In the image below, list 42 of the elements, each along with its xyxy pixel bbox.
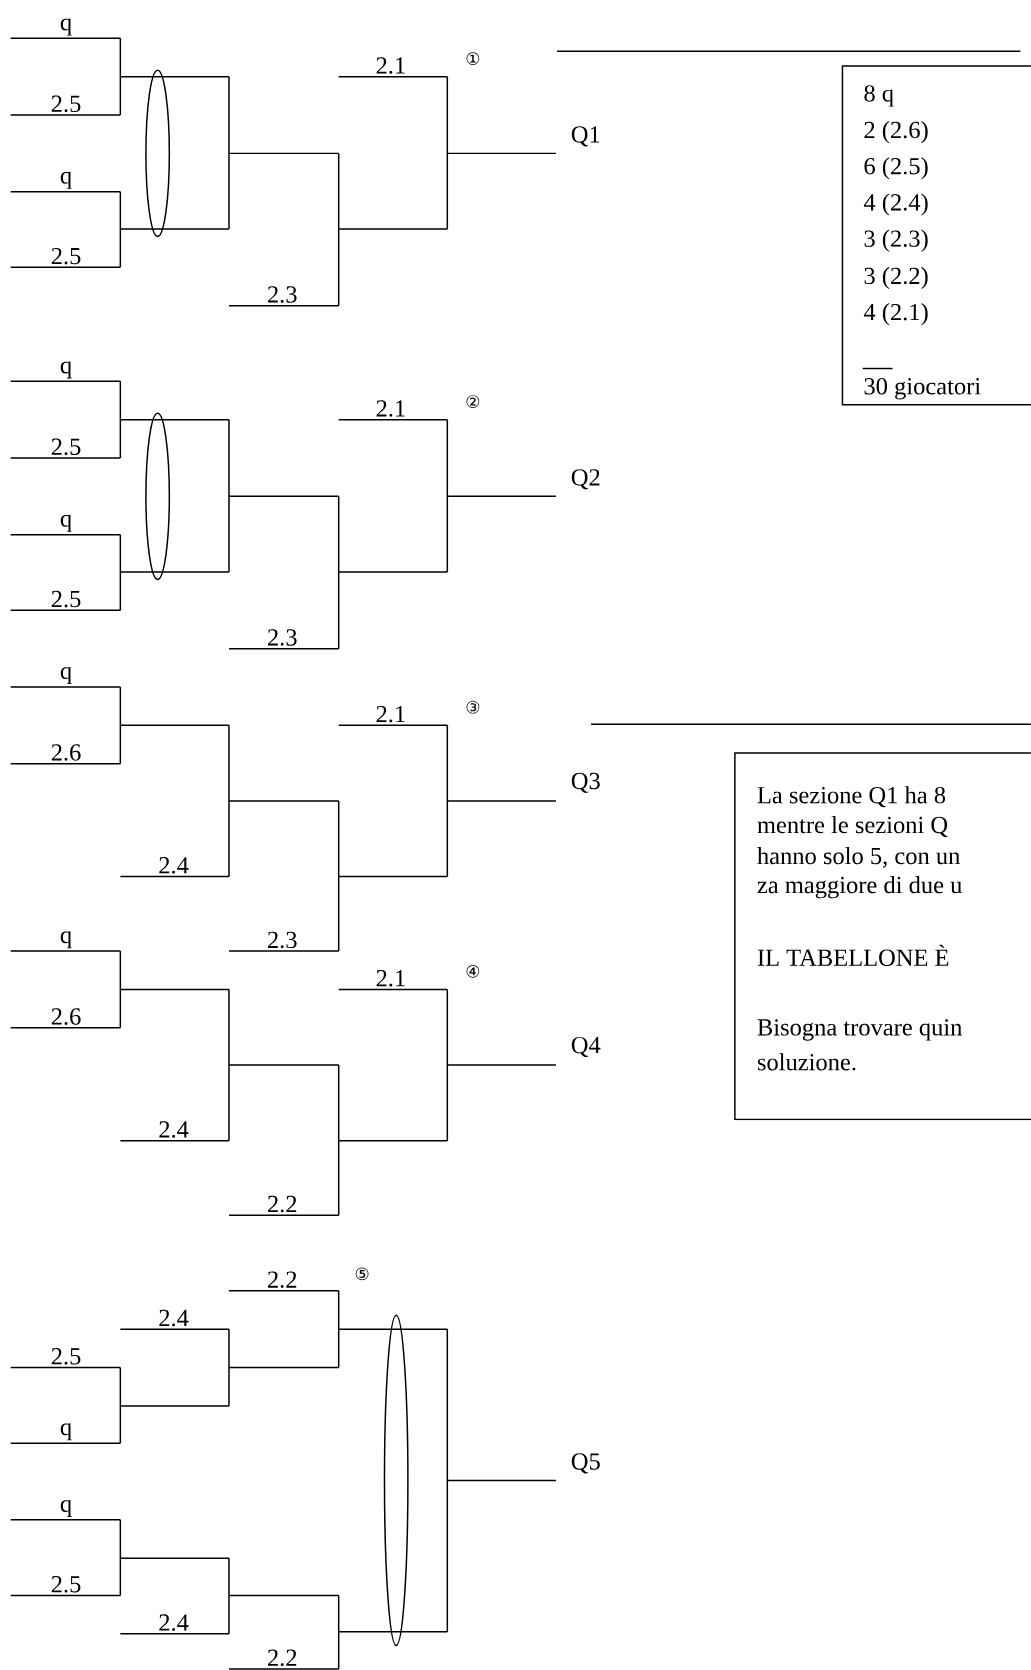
circled-number: ① [466,52,480,65]
seed-label: q [60,931,72,949]
circled-number: ④ [466,964,480,978]
seed-label: 2.6 [51,1008,81,1025]
section-label: Q4 [571,1036,601,1058]
seed-label: 2.1 [376,705,405,723]
circled-number: ⑤ [355,1267,369,1281]
seed-label: 2.4 [159,1614,189,1631]
seed-label: 2.2 [268,1271,297,1288]
seed-label: 2.5 [51,438,81,456]
seed-label: 2.4 [159,1309,189,1327]
section-label: Q1 [571,126,600,147]
seed-label: q [60,18,72,36]
seed-label: q [60,1499,72,1517]
seed-label: 2.5 [51,1348,81,1365]
seed-label: 2.6 [51,744,81,761]
section-label: Q2 [571,469,600,490]
seed-label: q [60,361,72,379]
seed-label: q [60,514,72,532]
seed-label: 2.1 [376,970,405,987]
seed-label: 2.2 [268,1649,297,1667]
seed-label: q [60,171,72,189]
seed-label: 2.3 [268,286,297,303]
text-box: La sezione Q1 ha 8 mentre le sezioni Q hanno solo 5, con un za maggiore di due u IL TABELLONE È Bisogna trovare quin soluzione. [734,752,1031,1121]
seed-label: q [60,1423,72,1441]
seed-label: 2.3 [268,931,297,949]
circled-number: ③ [466,700,480,714]
seed-label: 2.2 [268,1195,297,1213]
circled-number: ② [466,395,480,408]
seed-label: 2.4 [159,1121,189,1138]
seed-label: 2.5 [51,590,81,608]
seed-label: 2.5 [51,95,81,113]
seed-label: 2.1 [376,57,405,74]
seed-label: 2.5 [51,247,81,265]
text-box: 8 q 2 (2.6) 6 (2.5) 4 (2.4) 3 (2.3) 3 (2.2) 4 (2.1) 30 giocatori [841,65,1031,406]
seed-label: q [60,667,72,685]
seed-label: 2.4 [159,857,189,874]
section-label: Q5 [571,1453,600,1474]
seed-label: 2.5 [51,1576,81,1593]
section-label: Q3 [571,772,600,793]
seed-label: 2.3 [268,629,297,646]
seed-label: 2.1 [376,400,405,417]
